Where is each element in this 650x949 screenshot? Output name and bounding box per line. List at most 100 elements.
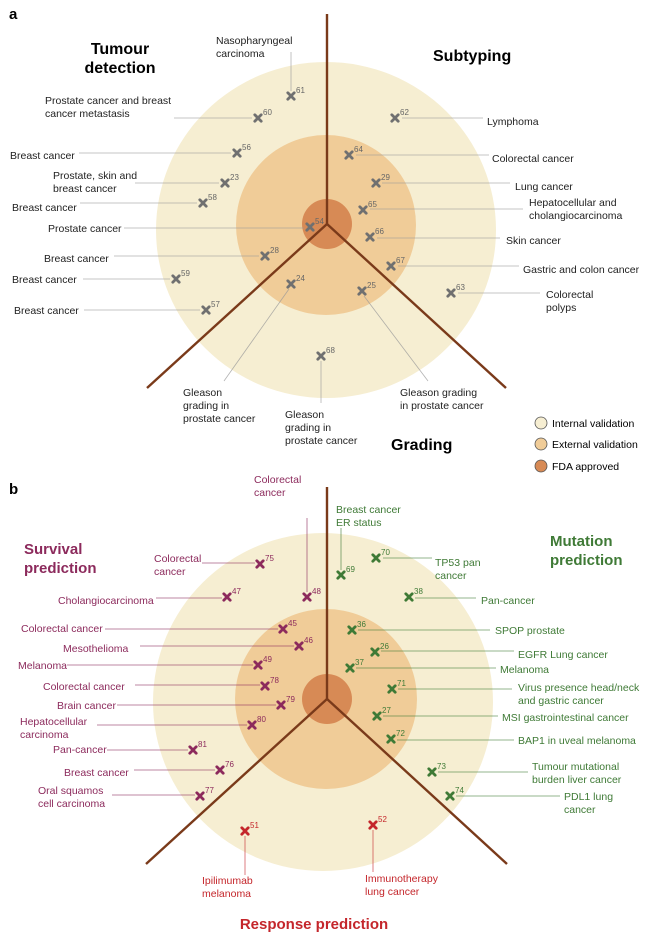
study-label: Pan-cancer [53, 744, 107, 756]
study-label: ER status [336, 517, 382, 529]
study-number: 72 [396, 729, 405, 738]
study-label: Immunotherapy [365, 873, 439, 885]
study-number: 46 [304, 636, 313, 645]
study-number: 70 [381, 548, 390, 557]
study-label: MSI gastrointestinal cancer [502, 712, 629, 724]
cross-marker-icon [253, 660, 263, 670]
study-label: Colorectal [546, 289, 593, 301]
cross-marker-icon [371, 178, 381, 188]
study-label: cancer metastasis [45, 108, 130, 120]
study-label: Gleason [285, 409, 324, 421]
cross-marker-icon [201, 305, 211, 315]
legend-external-label: External validation [552, 439, 638, 451]
cross-marker-icon [445, 791, 455, 801]
study-label: Tumour mutational [532, 761, 619, 773]
study-number: 58 [208, 193, 217, 202]
title-tumour-detection-2: detection [84, 60, 155, 77]
title-grading: Grading [391, 437, 452, 454]
study-number: 71 [397, 679, 406, 688]
study-label: prostate cancer [183, 413, 256, 425]
study-label: Gleason [183, 387, 222, 399]
study-label: Gastric and colon cancer [523, 264, 640, 276]
study-number: 78 [270, 676, 279, 685]
study-label: melanoma [202, 888, 251, 900]
legend-internal-label: Internal validation [552, 418, 634, 430]
cross-marker-icon [372, 711, 382, 721]
study-number: 67 [396, 256, 405, 265]
cross-marker-icon [368, 820, 378, 830]
title-subtyping: Subtyping [433, 48, 511, 65]
study-number: 76 [225, 760, 234, 769]
study-label: Mesothelioma [63, 643, 129, 655]
legend: Internal validation External validation … [534, 416, 638, 473]
cross-marker-icon [188, 745, 198, 755]
legend-external-swatch [534, 437, 548, 451]
cross-marker-icon [345, 663, 355, 673]
study-number: 51 [250, 821, 259, 830]
study-label: Prostate cancer [48, 223, 122, 235]
study-label: cholangiocarcinoma [529, 210, 623, 222]
study-number: 37 [355, 658, 364, 667]
cross-marker-icon [195, 791, 205, 801]
study-label: Colorectal [254, 474, 301, 486]
study-label: Skin cancer [506, 235, 561, 247]
study-number: 25 [367, 281, 376, 290]
study-label: cancer [564, 804, 596, 816]
study-label: SPOP prostate [495, 625, 565, 637]
study-number: 77 [205, 786, 214, 795]
study-label: BAP1 in uveal melanoma [518, 735, 636, 747]
study-label: Prostate, skin and [53, 170, 137, 182]
study-label: prostate cancer [285, 435, 358, 447]
study-label: Breast cancer [44, 253, 109, 265]
study-label: PDL1 lung [564, 791, 613, 803]
cross-marker-icon [390, 113, 400, 123]
cross-marker-icon [344, 150, 354, 160]
study-number: 23 [230, 173, 239, 182]
study-number: 48 [312, 587, 321, 596]
study-label: Breast cancer [336, 504, 401, 516]
study-label: Cholangiocarcinoma [58, 595, 154, 607]
study-label: carcinoma [20, 729, 69, 741]
panel-b-letter: b [9, 481, 18, 498]
cross-marker-icon [294, 641, 304, 651]
study-number: 65 [368, 200, 377, 209]
study-label: Lung cancer [515, 181, 573, 193]
study-number: 63 [456, 283, 465, 292]
study-label: cancer [254, 487, 286, 499]
study-number: 61 [296, 86, 305, 95]
study-label: breast cancer [53, 183, 117, 195]
study-label: Ipilimumab [202, 875, 253, 887]
title-response-prediction: Response prediction [240, 916, 388, 933]
study-number: 79 [286, 695, 295, 704]
cross-marker-icon [387, 684, 397, 694]
study-label: Brain cancer [57, 700, 116, 712]
cross-marker-icon [386, 261, 396, 271]
study-label: cancer [435, 570, 467, 582]
study-number: 69 [346, 565, 355, 574]
cross-marker-icon [336, 570, 346, 580]
study-number: 54 [315, 217, 324, 226]
cross-marker-icon [316, 351, 326, 361]
